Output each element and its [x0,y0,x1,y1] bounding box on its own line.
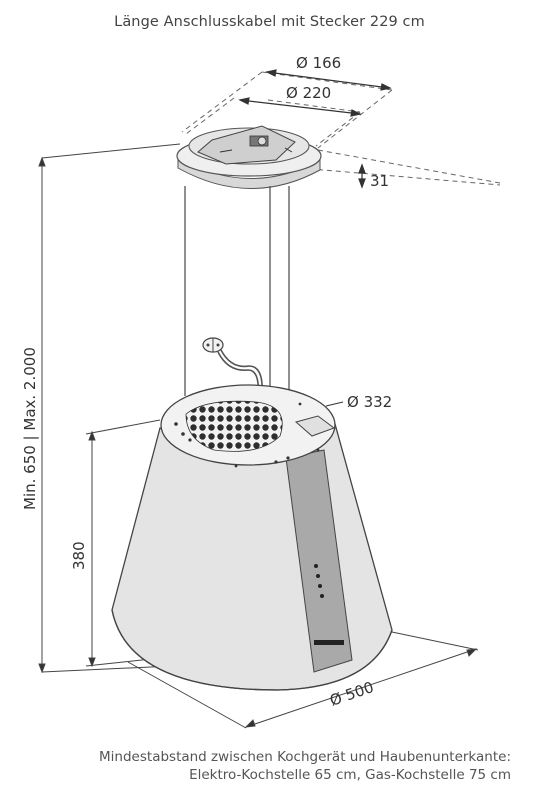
dimension-d166: Ø 166 [296,54,341,72]
d332-leader [325,401,344,407]
min-distance-line-2: Elektro-Kochstelle 65 cm, Gas-Kochstelle… [189,767,511,783]
control-button-2 [316,574,320,578]
dimension-h380: 380 [70,541,88,570]
total-height-dimension [38,143,181,674]
control-button-4 [320,594,324,598]
canopy-height-arrow [358,163,366,189]
ceiling-canopy [176,125,322,189]
top-diameter-arrows [238,69,392,117]
motor-housing [294,415,336,437]
min-distance-line-1: Mindestabstand zwischen Kochgerät und Ha… [99,749,511,765]
plug-icon [202,337,224,353]
bottom-diameter-dimension [127,631,479,729]
hood-top [160,384,336,468]
min-distance-note: Mindestabstand zwischen Kochgerät und Ha… [99,748,511,784]
power-cable [217,349,264,397]
light-bar [314,640,344,645]
control-button-1 [314,564,318,568]
cable-length-note: Länge Anschlusskabel mit Stecker 229 cm [114,14,425,30]
dimension-h31: 31 [370,172,389,190]
dimension-d332: Ø 332 [347,393,392,411]
ceiling-plane [181,71,501,186]
control-button-3 [318,584,322,588]
dimension-d220: Ø 220 [286,84,331,102]
grease-filter-grille [185,400,283,452]
dimension-d500: Ø 500 [327,678,376,710]
suspension-cables [184,186,290,396]
dimension-height-range: Min. 650 | Max. 2.000 [21,347,39,510]
